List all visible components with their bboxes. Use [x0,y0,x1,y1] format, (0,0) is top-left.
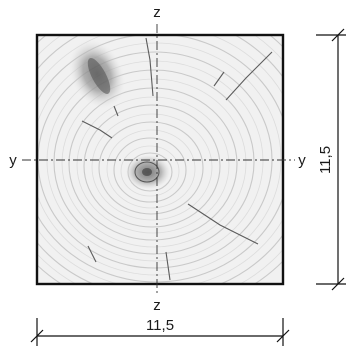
y-axis-label-right: y [298,152,306,169]
width-tick-left [30,329,44,343]
growth-rings-fine [37,35,283,284]
wood-section [35,33,285,286]
knot-core [87,58,111,94]
width-dimension [30,318,290,346]
width-dimension-label: 11,5 [146,317,174,334]
height-tick-bottom [331,277,345,291]
radial-cracks [81,37,273,281]
z-axis-label-top: z [153,4,161,21]
width-tick-right [276,329,290,343]
section-outline [35,33,285,286]
y-axis-label-left: y [9,152,17,169]
pith-ring [134,161,160,183]
pith-core [142,168,152,176]
height-dimension-label: 11,5 [317,146,334,174]
z-axis-label-bottom: z [153,297,161,314]
height-tick-top [331,28,345,42]
height-dimension [316,28,346,291]
